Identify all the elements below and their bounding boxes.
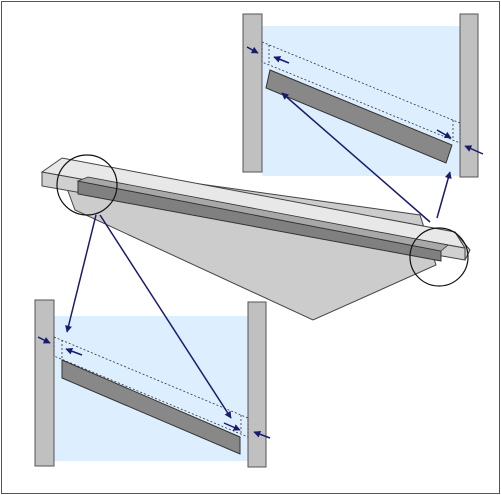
detail-view-top-right (242, 13, 484, 178)
left-wall (242, 13, 263, 173)
gap-arrow (246, 46, 259, 54)
gap-arrow (65, 347, 83, 356)
gap-arrow (37, 336, 51, 344)
bar (61, 359, 241, 455)
detail-view-bottom-left (34, 299, 271, 468)
magnifier-circle-icon (409, 227, 469, 287)
gap-arrow (253, 430, 271, 439)
left-wall (34, 299, 55, 467)
beam-groove-top (76, 176, 449, 252)
bar (265, 69, 453, 164)
dotted-outline (53, 336, 249, 438)
gap-arrow (464, 145, 484, 155)
arrow-icon (436, 171, 452, 219)
arrow-icon (65, 214, 97, 333)
arrow-icon (281, 92, 431, 223)
right-wall (459, 13, 479, 178)
gap-arrow (273, 56, 290, 64)
dotted-outline (261, 41, 461, 144)
gap-arrow (436, 129, 452, 139)
magnifier-circle-icon (56, 154, 118, 216)
arrow-icon (99, 214, 232, 419)
beam-assembly (40, 154, 471, 321)
connector-arrows (65, 92, 452, 419)
right-wall (247, 301, 267, 468)
gap-arrow (223, 422, 241, 431)
